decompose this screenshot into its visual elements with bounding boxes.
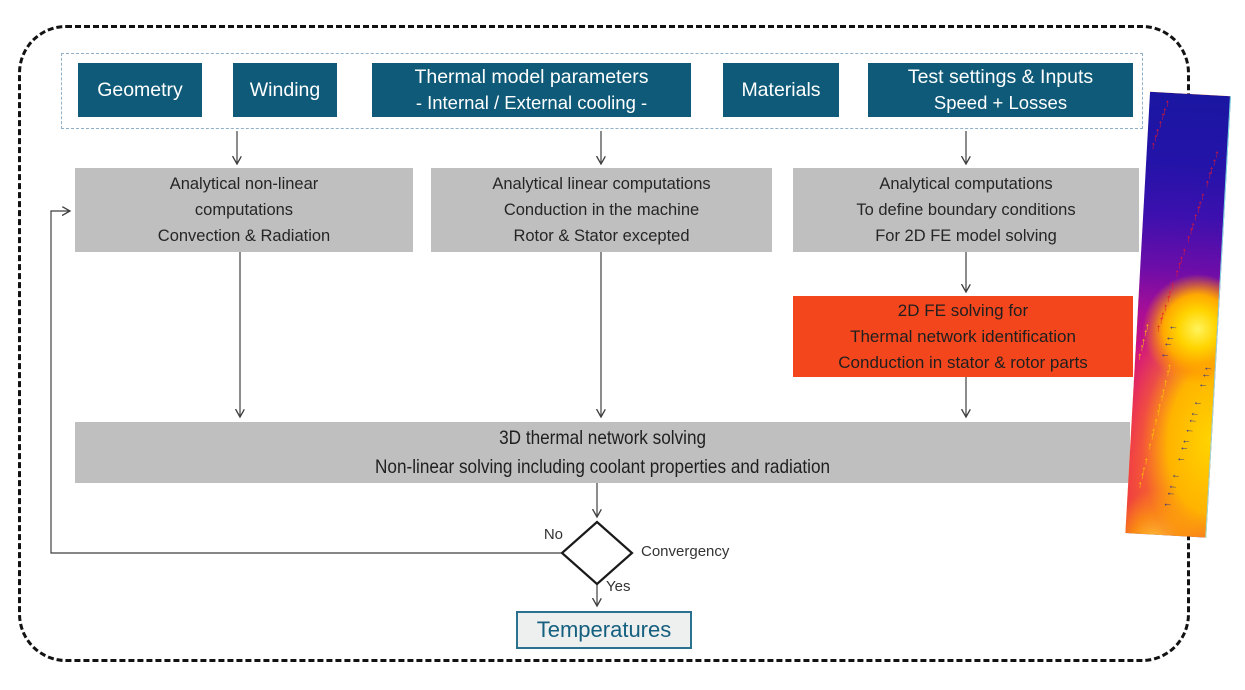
fe-solving-box: 2D FE solving for Thermal network identi…	[793, 296, 1133, 377]
inputs-group-border	[61, 53, 1143, 129]
input-label: Test settings & Inputs	[907, 66, 1094, 88]
input-label: Thermal model parameters	[414, 66, 649, 88]
input-box-thermal-model-parameters: Thermal model parameters - Internal / Ex…	[372, 63, 691, 117]
network-solver-box: 3D thermal network solving Non-linear so…	[75, 422, 1130, 483]
input-label: Materials	[741, 78, 821, 101]
fe-box-line: Thermal network identification	[850, 326, 1076, 346]
input-label: Geometry	[97, 78, 183, 101]
process-line: Rotor & Stator excepted	[513, 227, 690, 245]
process-line: Convection & Radiation	[157, 227, 331, 245]
input-box-test-settings: Test settings & Inputs Speed + Losses	[868, 63, 1133, 117]
input-label: Winding	[249, 78, 321, 101]
input-sublabel: - Internal / External cooling -	[415, 92, 648, 113]
input-box-materials: Materials	[723, 63, 839, 117]
input-box-geometry: Geometry	[78, 63, 202, 117]
input-sublabel: Speed + Losses	[933, 92, 1068, 113]
solver-line: 3D thermal network solving	[499, 426, 706, 449]
process-line: computations	[194, 201, 294, 219]
process-line: To define boundary conditions	[856, 201, 1076, 219]
convergency-label: Convergency	[641, 543, 730, 560]
no-branch-label: No	[543, 526, 563, 543]
process-box-analytical-linear: Analytical linear computations Conductio…	[431, 168, 772, 252]
process-line: For 2D FE model solving	[875, 227, 1057, 245]
temperatures-label: Temperatures	[536, 617, 672, 642]
process-line: Conduction in the machine	[503, 201, 700, 219]
input-box-winding: Winding	[233, 63, 337, 117]
fe-box-line: Conduction in stator & rotor parts	[838, 352, 1088, 372]
process-line: Analytical computations	[879, 175, 1053, 193]
fe-box-line: 2D FE solving for	[897, 300, 1029, 320]
process-box-analytical-nonlinear: Analytical non-linear computations Conve…	[75, 168, 413, 252]
process-line: Analytical linear computations	[492, 175, 711, 193]
process-line: Analytical non-linear	[169, 175, 319, 193]
process-box-boundary-conditions: Analytical computations To define bounda…	[793, 168, 1139, 252]
yes-branch-label: Yes	[606, 578, 631, 595]
temperatures-output-box: Temperatures	[516, 611, 692, 649]
solver-line: Non-linear solving including coolant pro…	[374, 455, 831, 478]
